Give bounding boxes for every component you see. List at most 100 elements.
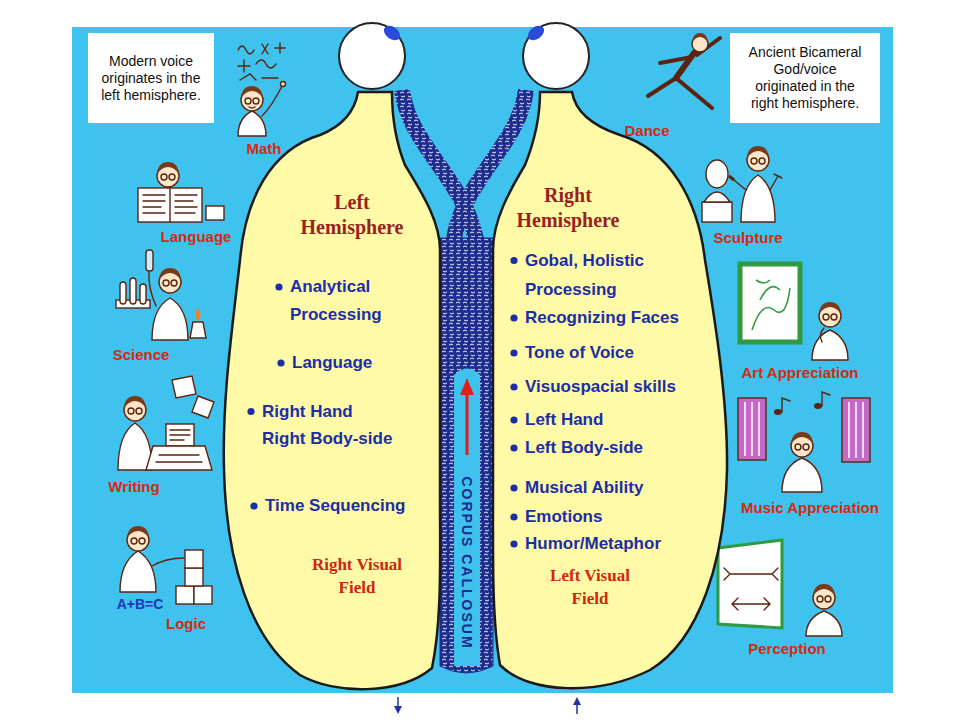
function-item: Right Hand Right Body-side [262,398,397,452]
language-figure-part [161,174,167,180]
music-figure-part [738,398,766,460]
function-item: Humor/Metaphor [525,532,715,556]
language-figure-part [206,206,224,220]
visual-field-label: Left Visual Field [535,564,645,610]
sculpture-figure-part [734,180,746,190]
art-figure-part [831,314,837,320]
bottom-arrows-part [394,706,402,714]
language-figure-part [143,188,197,222]
hemisphere-outline [224,92,440,689]
music-figure-part [782,398,790,412]
perception-figure-part [817,596,823,602]
sculpture-figure-part [747,146,769,158]
bullet-dot [510,257,517,264]
logic-figure-part [152,558,184,566]
art-figure-part [823,314,829,320]
bottom-arrows [394,697,581,714]
perception-figure-part [718,540,782,628]
note-box: Ancient Bicameral God/voice originated i… [730,33,880,123]
hemisphere-outline [493,92,727,688]
math-figure-part [262,86,282,116]
activity-label: Language [161,228,232,246]
language-figure [138,162,224,222]
art-figure-part [752,280,790,330]
bullet-dot [510,349,517,356]
music-figure-part [791,432,813,444]
science-figure-part [120,282,126,304]
science-figure [116,250,206,340]
bullet-dot [510,314,517,321]
function-item: Time Sequencing [265,494,435,518]
writing-figure-part [170,430,190,440]
bullet-dot [277,359,284,366]
sculpture-figure-part [759,158,765,164]
hemisphere-title: Left Hemisphere [292,190,412,240]
language-figure-part [169,174,175,180]
activity-label: Science [113,346,170,364]
language-figure-part [138,188,202,222]
dance-figure-part [648,38,720,108]
hemisphere-shape [493,92,727,688]
hemisphere-title: Right Hemisphere [508,183,628,233]
visual-field-label: Right Visual Field [302,553,412,599]
bottom-arrows-part [573,697,581,705]
perception-figure-part [732,598,770,610]
writing-figure-part [156,455,202,462]
language-figure-part [157,162,179,174]
perception-figure-part [806,611,842,636]
writing-figure-part [192,396,214,418]
red-arrow-part [460,378,474,395]
writing-figure-part [166,424,194,446]
activity-label: Art Appreciation [742,364,859,382]
eyeballs-part [523,23,589,89]
eyeballs [339,23,589,89]
corpus-callosum-fibres-part [454,369,480,667]
background-panel [72,27,893,693]
writing-figure-part [136,408,142,414]
note-text: Modern voice originates in the left hemi… [96,53,206,104]
hemisphere-region: Right HemisphereGobal, Holistic Processi… [485,85,735,700]
dance-figure-part [692,33,708,42]
science-figure-part [152,298,188,340]
bullet-dot [247,408,254,415]
sculpture-figure [702,146,782,222]
eyeballs-part [525,23,547,43]
activity-label: Sculpture [713,229,782,247]
writing-figure [118,376,214,470]
logic-figure-part [120,551,156,592]
note-text: Ancient Bicameral God/voice originated i… [745,44,865,112]
music-figure-part [782,458,822,492]
bullet-dot [275,283,282,290]
corpus-callosum-band: CORPUS CALLOSUM [452,460,482,665]
dance-figure [648,33,720,108]
science-figure-part [196,308,201,322]
bullet-dot [510,383,517,390]
music-figure-part [774,409,782,415]
bullet-dot [510,513,517,520]
formula-label: A+B=C [117,595,164,613]
writing-figure-part [146,446,212,470]
perception-figure-part [813,584,835,596]
logic-figure-part [127,526,149,538]
logic-figure-part [194,586,212,604]
eyeballs-part [381,23,403,43]
function-item: Gobal, Holistic Processing [525,246,705,304]
activity-label: Perception [748,640,826,658]
logic-figure-part [176,586,194,604]
art-figure-part [819,302,841,314]
art-figure-part [740,264,800,342]
activity-label: Math [247,140,282,158]
function-item: Analytical Processing [290,273,410,329]
sculpture-figure-part [702,202,732,222]
activity-label: Writing [108,478,159,496]
function-item: Emotions [525,505,715,529]
bullet-dot [510,484,517,491]
sculpture-figure-part [729,176,734,180]
activity-label: Logic [166,615,206,633]
science-figure-part [130,278,136,304]
logic-figure-part [131,538,137,544]
function-item: Visuospacial skills [525,375,715,399]
art-figure [740,264,848,360]
